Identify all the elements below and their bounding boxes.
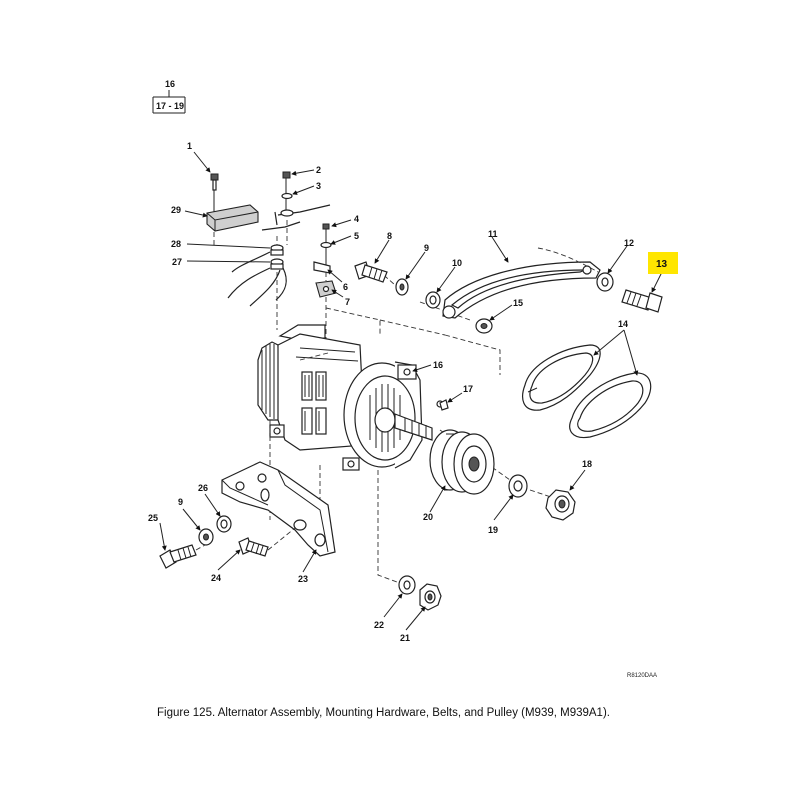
part-19-washer — [508, 474, 528, 498]
callout-19: 19 — [488, 525, 498, 535]
part-6-terminal — [313, 261, 331, 274]
callout-18: 18 — [582, 459, 592, 469]
callout-9-top: 9 — [424, 243, 429, 253]
callout-20: 20 — [423, 512, 433, 522]
reference-range: 17 - 19 — [156, 101, 184, 111]
callout-16: 16 — [433, 360, 443, 370]
callout-5: 5 — [354, 231, 359, 241]
part-4-screw — [322, 223, 330, 268]
alternator-body — [257, 324, 433, 471]
part-3-washer — [281, 192, 293, 200]
part-29-cover — [206, 204, 259, 232]
part-13-bolt — [621, 289, 663, 313]
callout-24: 24 — [211, 573, 221, 583]
callout-1: 1 — [187, 141, 192, 151]
reference-bracket: 16 17 - 19 — [152, 79, 186, 114]
part-27-nut — [270, 258, 284, 270]
part-7-bracket — [315, 280, 337, 298]
callout-2: 2 — [316, 165, 321, 175]
callout-25: 25 — [148, 513, 158, 523]
part-11-adjusting-arm — [442, 247, 601, 319]
callout-7: 7 — [345, 297, 350, 307]
part-26-washer — [216, 515, 232, 533]
part-28-nut — [270, 244, 284, 256]
part-8-bolt — [354, 261, 388, 283]
part-9-washer-top — [395, 278, 409, 296]
callout-13: 13 — [656, 259, 668, 270]
figure-caption: Figure 125. Alternator Assembly, Mountin… — [157, 707, 610, 719]
callout-4: 4 — [354, 214, 359, 224]
callout-9-bottom: 9 — [178, 497, 183, 507]
callout-3: 3 — [316, 181, 321, 191]
part-14-belts — [522, 344, 652, 439]
part-15-washer — [475, 318, 493, 334]
callout-21: 21 — [400, 633, 410, 643]
part-25-bolt — [159, 544, 206, 569]
callout-labels: 1 29 2 3 4 5 6 7 28 27 8 9 10 11 12 15 1… — [148, 141, 634, 643]
callout-14: 14 — [618, 319, 628, 329]
callout-29: 29 — [171, 205, 181, 215]
assembly-center-lines — [213, 220, 327, 345]
part-22-washer — [398, 575, 416, 595]
callout-23: 23 — [298, 574, 308, 584]
part-10-washer — [425, 291, 441, 309]
part-12-washer — [596, 272, 614, 292]
part-24-bolt — [238, 527, 296, 557]
part-9-washer-bottom — [198, 528, 214, 546]
harness-wires — [227, 251, 287, 307]
callout-17: 17 — [463, 384, 473, 394]
callout-27: 27 — [172, 257, 182, 267]
part-1-screw — [210, 173, 219, 214]
drawing-code: R8120DAA — [627, 673, 658, 679]
callout-12: 12 — [624, 238, 634, 248]
callout-15: 15 — [513, 298, 523, 308]
part-17-key — [439, 399, 449, 411]
callout-8: 8 — [387, 231, 392, 241]
callout-22: 22 — [374, 620, 384, 630]
callout-10: 10 — [452, 258, 462, 268]
part-20-pulley — [429, 429, 495, 495]
callout-26: 26 — [198, 483, 208, 493]
part-21-nut — [419, 583, 442, 611]
reference-number: 16 — [165, 79, 175, 89]
callout-11: 11 — [488, 229, 498, 239]
part-18-nut — [545, 489, 576, 521]
callout-28: 28 — [171, 239, 181, 249]
callout-6: 6 — [343, 282, 348, 292]
leader-lines — [159, 151, 663, 631]
terminal-wires-top — [261, 204, 331, 231]
part-5-washer — [320, 241, 332, 249]
callout-13-highlight: 13 — [648, 252, 678, 274]
